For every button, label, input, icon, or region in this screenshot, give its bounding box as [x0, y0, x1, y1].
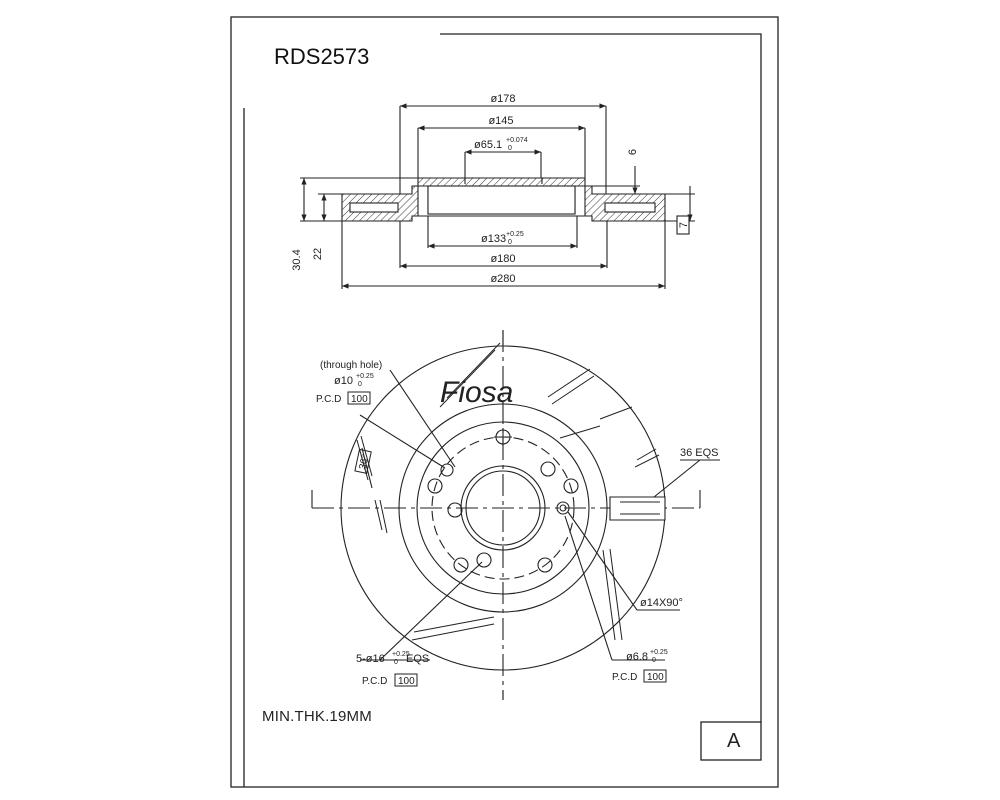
pcd-label-2: P.C.D [362, 676, 387, 687]
through-hole-tol-upper: +0.25 [356, 373, 374, 380]
min-thickness-note: MIN.THK.19MM [262, 708, 372, 725]
dim-178-label: ø178 [490, 93, 515, 105]
small-hole [556, 501, 570, 515]
dim-65-tol-lower: 0 [508, 145, 512, 152]
center-bore [460, 465, 546, 551]
dim-180-label: ø180 [490, 253, 515, 265]
center-bore-inner [465, 470, 541, 546]
pcd-value-1: 100 [351, 394, 368, 405]
front-view-labels: (through hole) ø10 +0.25 0 P.C.D 100 36°… [316, 360, 719, 687]
through-hole-dia: ø10 [334, 375, 353, 387]
dim-145-label: ø145 [488, 115, 513, 127]
dim-133-label: ø133 [481, 233, 506, 245]
revision-box [700, 721, 762, 761]
slot-angle-label: 36° [357, 454, 371, 471]
small-hole-label: ø6.8 [626, 651, 648, 663]
pcd-value-3: 100 [647, 672, 664, 683]
drawing-frame [230, 16, 779, 788]
pcd-label-1: P.C.D [316, 394, 341, 405]
dim-133-tol-upper: +0.25 [506, 231, 524, 238]
dim-133-tol-lower: 0 [508, 239, 512, 246]
small-hole-tol-upper: +0.25 [650, 649, 668, 656]
eqs-36-label: 36 EQS [680, 447, 719, 459]
pcd-value-2: 100 [398, 676, 415, 687]
bolt-holes-tol-upper: +0.25 [392, 651, 410, 658]
slots [356, 342, 660, 641]
through-hole-label: (through hole) [320, 360, 382, 371]
part-number-title: RDS2573 [274, 44, 370, 69]
small-hole-tol-lower: 0 [652, 657, 656, 664]
friction-inner-edge [398, 403, 608, 613]
dim-65-tol-upper: +0.074 [506, 137, 528, 144]
chamfer-label: ø14X90° [640, 597, 683, 609]
front-view: Fiosa [311, 330, 720, 700]
side-view-labels: ø178 ø145 ø65.1 +0.074 0 ø133 +0.25 0 ø1… [291, 93, 690, 285]
bolt-holes-tol-lower: 0 [394, 659, 398, 666]
hat-outer [416, 421, 590, 595]
bolt-holes-label: 5-ø16 [356, 653, 385, 665]
dim-7-label: 7 [678, 222, 690, 228]
dim-22-label: 22 [312, 248, 324, 260]
side-section-view [300, 103, 695, 289]
pcd-label-3: P.C.D [612, 672, 637, 683]
dim-65-label: ø65.1 [474, 139, 502, 151]
through-hole-tol-lower: 0 [358, 381, 362, 388]
bolt-holes-suffix: EQS [406, 653, 429, 665]
revision-label: A [727, 730, 741, 752]
bolt-hole-2 [540, 461, 556, 477]
through-hole [440, 463, 454, 477]
bolt-holes [427, 428, 579, 573]
dim-6-label: 6 [627, 149, 639, 155]
dim-280-label: ø280 [490, 273, 515, 285]
dim-30-4-label: 30.4 [291, 249, 303, 270]
